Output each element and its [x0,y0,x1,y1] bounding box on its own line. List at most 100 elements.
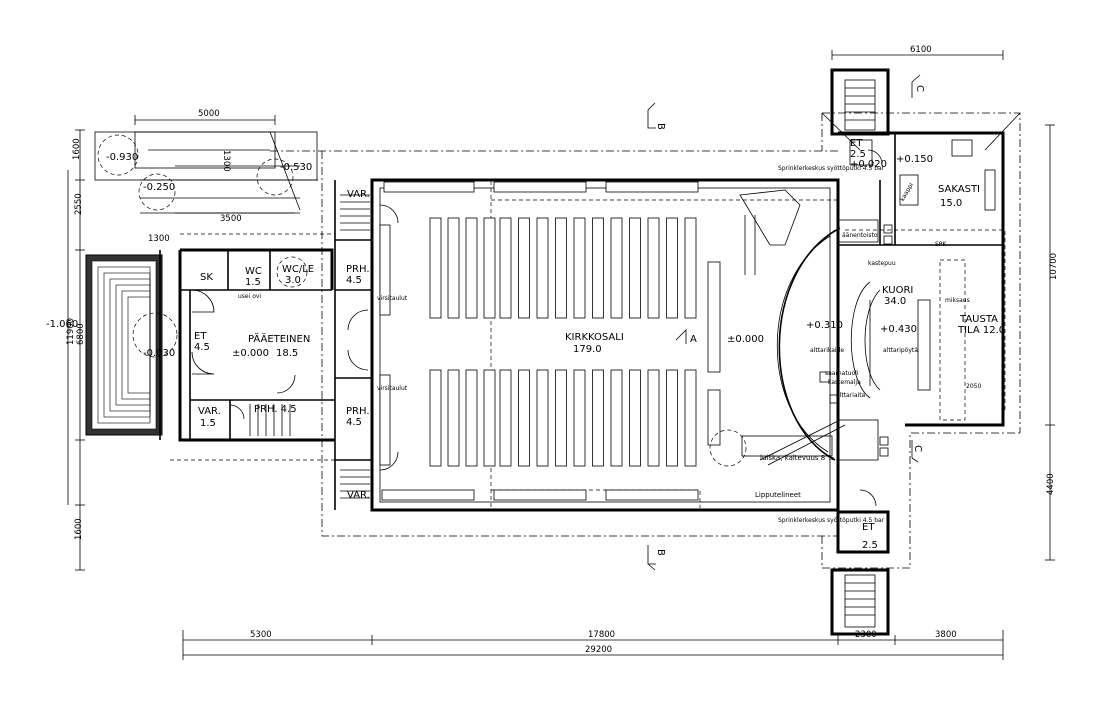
pew [465,217,478,319]
kirkkosali-area: 179.0 [573,344,602,355]
paaeteinen-level: ±0.000 [232,348,269,359]
ramp-note: luiska, kaltevuus 8 % [760,454,834,462]
et-bottom-area: 2.5 [862,540,878,551]
svg-text:1600: 1600 [74,518,84,540]
section-marker-c-top: C [911,74,925,98]
taustatila-name: TAUSTA [959,314,998,325]
outer-walls [159,131,1005,512]
section-marker-c-bottom: C [911,440,923,463]
pews-south-block [429,369,697,467]
svg-text:1300: 1300 [221,150,231,172]
kuori-level-left: +0.310 [806,320,843,331]
lipputelineet-note: Lipputelineet [755,491,801,499]
prh-bottom-area: 4.5 [346,417,362,428]
kirkkosali-level: ±0.000 [727,334,764,345]
sakasti-level: +0.150 [896,154,933,165]
svg-text:17800: 17800 [588,630,615,640]
section-marker-b-bottom: B [647,545,666,571]
pew [666,217,678,319]
svg-text:alttarikaide: alttarikaide [810,347,844,354]
svg-text:Sprinklerkeskus syöttöputki 4.: Sprinklerkeskus syöttöputki 4.5 bar [778,165,885,172]
pew [666,369,678,467]
pew [684,369,697,467]
section-markers: B B C C A [647,74,925,571]
pew [483,369,496,467]
svg-text:10700: 10700 [1049,253,1059,280]
et-top-level: +0.020 [850,159,887,170]
entrance-canopy [94,131,318,214]
pew [555,369,567,467]
svg-text:kastemalja: kastemalja [828,379,861,386]
section-marker-b-top: B [647,102,666,130]
pew [573,217,586,319]
pew [536,369,549,467]
svg-text:-1.060: -1.060 [46,319,78,330]
side-bench [379,224,391,316]
svg-text:6100: 6100 [910,45,932,55]
pew [629,369,641,467]
pew [573,369,586,467]
wall-bench [381,489,475,501]
pew [647,369,660,467]
dimension-lines: 6100 5000 3500 1300 1300 1600 2550 6800 … [66,45,1059,660]
et-bottom-name: ET [862,522,875,533]
var-left-name: VAR. [198,406,221,417]
kuori-area: 34.0 [884,296,906,307]
svg-text:6800: 6800 [76,323,86,345]
var-left-area: 1.5 [200,418,216,429]
level-labels-left: -0.930 -0.530 -0.250 -1.060 -0.030 [46,152,312,359]
svg-text:-0.530: -0.530 [280,162,312,173]
interior-walls [189,180,372,510]
svg-text:5300: 5300 [250,630,272,640]
pew [447,217,460,319]
wall-bench [383,181,475,193]
svg-text:1300: 1300 [148,234,170,244]
wall-bench [493,181,587,193]
svg-text:-0.030: -0.030 [143,348,175,359]
pew [647,217,660,319]
et-left-area: 4.5 [194,342,210,353]
prh-bottom-name: PRH. [346,406,370,417]
svg-text:usei ovi: usei ovi [238,293,261,300]
svg-text:alttariaita: alttariaita [836,392,866,399]
svg-text:B: B [655,123,666,130]
pew [465,369,478,467]
svg-text:SPK: SPK [935,241,947,248]
room-labels: KIRKKOSALI 179.0 ±0.000 PÄÄETEINEN ±0.00… [194,138,1005,551]
wall-bench [605,489,699,501]
et-left-name: ET [194,331,207,342]
chancel [707,139,996,467]
svg-text:kastepuu: kastepuu [868,260,896,267]
var-top: VAR. [347,189,370,200]
entrance-steps [85,254,178,436]
svg-text:11900: 11900 [66,318,76,345]
side-bench [379,374,391,466]
sakasti-area: 15.0 [940,198,962,209]
pew [536,217,549,319]
svg-text:5000: 5000 [198,109,220,119]
svg-text:2300: 2300 [855,630,877,640]
svg-text:4400: 4400 [1046,473,1056,495]
pew [499,369,512,467]
svg-text:äänentoisto: äänentoisto [842,232,878,239]
section-marker-a: A [675,329,697,345]
svg-text:alttaripöytä: alttaripöytä [883,347,918,354]
svg-text:kaappi: kaappi [899,181,915,202]
pew [610,369,623,467]
stair-towers [830,68,890,636]
svg-text:1600: 1600 [72,138,82,160]
taustatila-area: TILA 12.0 [957,325,1005,336]
svg-text:A: A [690,334,697,345]
annotation-notes: luiska, kaltevuus 8 % Lipputelineet Spri… [238,165,981,524]
pew [499,217,512,319]
wall-bench [493,489,587,501]
prh-hall: PRH. 4.5 [254,404,297,415]
pew [592,217,604,319]
pew [429,217,442,319]
kirkkosali-name: KIRKKOSALI [565,332,624,343]
svg-text:C: C [914,85,925,92]
wall-benches [379,181,699,501]
pew [447,369,460,467]
wc2-area: 3.0 [285,275,301,286]
et-top-area: 2.5 [850,149,866,160]
